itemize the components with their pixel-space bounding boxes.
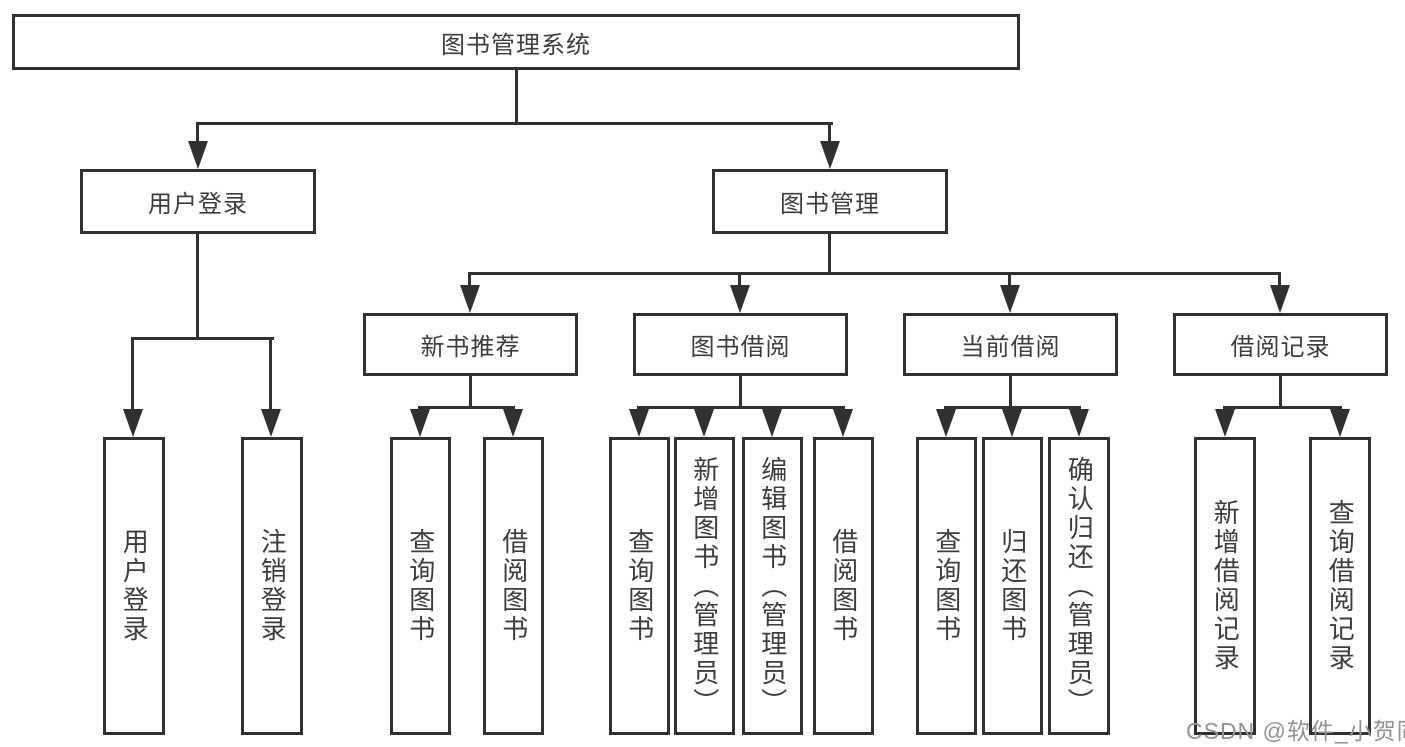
connector-line bbox=[828, 234, 831, 272]
connector-line bbox=[269, 337, 272, 409]
node-leaf-add-books-admin: 新增图书（管理员） bbox=[674, 437, 735, 735]
connector-line bbox=[1008, 272, 1011, 287]
leaf-label: 归还图书 bbox=[997, 528, 1028, 644]
connector-line bbox=[944, 406, 1081, 409]
connector-line bbox=[468, 272, 1281, 275]
node-root: 图书管理系统 bbox=[12, 14, 1020, 70]
arrow-down-icon bbox=[694, 409, 714, 437]
connector-line bbox=[468, 272, 471, 287]
node-book-management: 图书管理 bbox=[712, 169, 948, 234]
node-leaf-user-login: 用户登录 bbox=[103, 437, 165, 735]
node-current-borrowing: 当前借阅 bbox=[903, 313, 1118, 376]
node-leaf-logout: 注销登录 bbox=[241, 437, 303, 735]
arrow-down-icon bbox=[762, 409, 782, 437]
leaf-label: 借阅图书 bbox=[828, 528, 859, 644]
arrow-down-icon bbox=[1069, 409, 1089, 437]
leaf-label: 查询图书 bbox=[624, 528, 655, 644]
node-root-label: 图书管理系统 bbox=[441, 31, 591, 59]
connector-line bbox=[1223, 406, 1342, 409]
connector-line bbox=[1279, 376, 1282, 406]
connector-line bbox=[196, 122, 833, 125]
node-user-login: 用户登录 bbox=[80, 169, 316, 234]
node-borrowing-records-label: 借阅记录 bbox=[1230, 334, 1331, 361]
leaf-label: 编辑图书（管理员） bbox=[757, 455, 788, 717]
node-book-management-label: 图书管理 bbox=[780, 191, 880, 218]
leaf-label: 查询借阅记录 bbox=[1325, 499, 1356, 673]
node-leaf-query-books-borrow: 查询图书 bbox=[609, 437, 670, 735]
leaf-label: 注销登录 bbox=[257, 528, 288, 644]
arrow-down-icon bbox=[730, 285, 750, 313]
node-leaf-query-books-current: 查询图书 bbox=[916, 437, 977, 735]
node-leaf-query-borrow-record: 查询借阅记录 bbox=[1309, 437, 1371, 735]
leaf-label: 新增借阅记录 bbox=[1210, 499, 1241, 673]
leaf-label: 借阅图书 bbox=[498, 528, 529, 644]
connector-line bbox=[738, 272, 741, 287]
node-new-book-recommend: 新书推荐 bbox=[363, 313, 578, 376]
leaf-label: 新增图书（管理员） bbox=[689, 455, 720, 717]
arrow-down-icon bbox=[261, 409, 281, 437]
connector-line bbox=[418, 406, 515, 409]
connector-line bbox=[469, 376, 472, 406]
leaf-label: 查询图书 bbox=[931, 528, 962, 644]
arrow-down-icon bbox=[1000, 285, 1020, 313]
arrow-down-icon bbox=[503, 409, 523, 437]
leaf-label: 用户登录 bbox=[119, 528, 150, 644]
arrow-down-icon bbox=[1002, 409, 1022, 437]
arrow-down-icon bbox=[1215, 409, 1235, 437]
connector-line bbox=[828, 122, 831, 143]
connector-line bbox=[196, 234, 199, 337]
connector-line bbox=[131, 337, 134, 409]
arrow-down-icon bbox=[936, 409, 956, 437]
connector-line bbox=[196, 122, 199, 143]
node-leaf-edit-books-admin: 编辑图书（管理员） bbox=[742, 437, 803, 735]
node-leaf-confirm-return-admin: 确认归还（管理员） bbox=[1048, 437, 1110, 735]
arrow-down-icon bbox=[188, 141, 208, 169]
node-user-login-label: 用户登录 bbox=[148, 191, 248, 218]
node-book-borrowing-label: 图书借阅 bbox=[690, 334, 791, 361]
node-leaf-query-books-recommend: 查询图书 bbox=[390, 437, 451, 735]
arrow-down-icon bbox=[123, 409, 143, 437]
connector-line bbox=[515, 70, 518, 123]
connector-line bbox=[1278, 272, 1281, 287]
leaf-label: 查询图书 bbox=[405, 528, 436, 644]
node-book-borrowing: 图书借阅 bbox=[633, 313, 848, 376]
connector-line bbox=[131, 337, 274, 340]
node-leaf-add-borrow-record: 新增借阅记录 bbox=[1194, 437, 1256, 735]
node-borrowing-records: 借阅记录 bbox=[1173, 313, 1388, 376]
connector-line bbox=[739, 376, 742, 406]
node-new-book-recommend-label: 新书推荐 bbox=[420, 334, 521, 361]
arrow-down-icon bbox=[833, 409, 853, 437]
node-current-borrowing-label: 当前借阅 bbox=[960, 334, 1061, 361]
arrow-down-icon bbox=[410, 409, 430, 437]
node-leaf-borrow-books-recommend: 借阅图书 bbox=[483, 437, 544, 735]
csdn-watermark: CSDN @软件_小贺同学 bbox=[1186, 718, 1405, 744]
connector-line bbox=[1009, 376, 1012, 406]
connector-line bbox=[637, 406, 845, 409]
arrow-down-icon bbox=[820, 141, 840, 169]
arrow-down-icon bbox=[460, 285, 480, 313]
arrow-down-icon bbox=[1330, 409, 1350, 437]
leaf-label: 确认归还（管理员） bbox=[1064, 455, 1095, 717]
arrow-down-icon bbox=[1270, 285, 1290, 313]
node-leaf-return-books: 归还图书 bbox=[982, 437, 1043, 735]
arrow-down-icon bbox=[629, 409, 649, 437]
node-leaf-borrow-books: 借阅图书 bbox=[813, 437, 874, 735]
